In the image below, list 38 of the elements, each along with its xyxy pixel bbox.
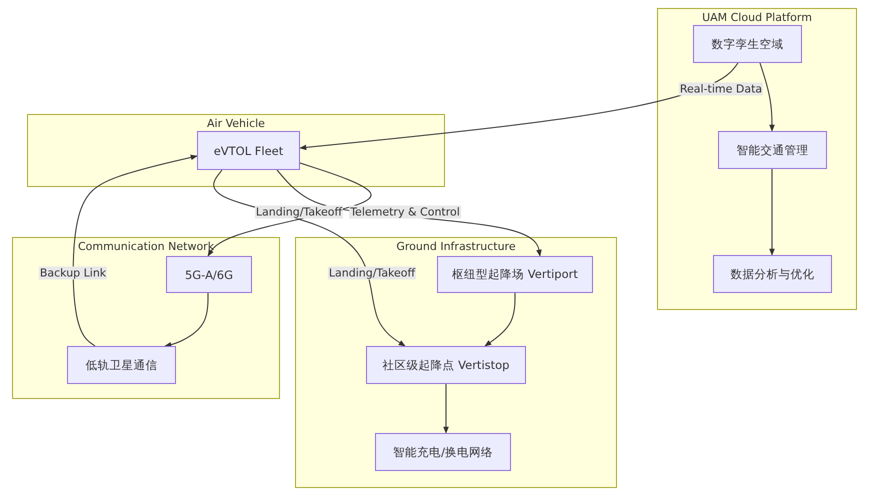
node-label: eVTOL Fleet xyxy=(214,144,284,158)
arrow xyxy=(164,292,208,348)
node-label: 社区级起降点 Vertistop xyxy=(382,358,510,372)
node-label: 智能充电/换电网络 xyxy=(393,444,493,460)
arrow xyxy=(484,292,516,346)
edge-label: Real-time Data xyxy=(678,82,764,96)
process-box xyxy=(718,131,827,169)
node-label: 数字孪生空域 xyxy=(712,36,784,52)
arrow xyxy=(760,62,775,132)
group-title: Ground Infrastructure xyxy=(396,240,516,253)
process-box xyxy=(166,256,252,293)
node-label: 低轨卫星通信 xyxy=(86,358,158,372)
node-label: 智能交通管理 xyxy=(736,142,808,158)
edge-label: Telemetry & Control xyxy=(349,206,461,218)
group-title: Air Vehicle xyxy=(207,117,265,130)
group-container xyxy=(12,237,280,399)
node-label: 数据分析与优化 xyxy=(730,266,814,282)
edge-label: Landing/Takeoff xyxy=(328,266,416,280)
group-container xyxy=(295,237,617,488)
arrow xyxy=(443,384,449,434)
group-title: Communication Network xyxy=(78,240,214,253)
process-box xyxy=(693,25,802,63)
group-container xyxy=(657,8,857,310)
process-box xyxy=(375,433,511,471)
edge-label: Backup Link xyxy=(38,266,108,280)
node-label: 5G-A/6G xyxy=(184,268,234,282)
process-box xyxy=(366,346,526,384)
arrow xyxy=(299,62,738,150)
group-title: UAM Cloud Platform xyxy=(702,11,812,24)
arrow xyxy=(769,168,775,256)
arrow xyxy=(72,154,198,346)
node-label: 枢纽型起降场 Vertiport xyxy=(452,267,578,282)
process-box xyxy=(437,256,593,293)
process-box xyxy=(713,255,832,293)
group-container xyxy=(27,114,445,187)
edge-label: Landing/Takeoff xyxy=(254,206,344,218)
process-box xyxy=(67,346,176,384)
process-box xyxy=(197,131,300,170)
